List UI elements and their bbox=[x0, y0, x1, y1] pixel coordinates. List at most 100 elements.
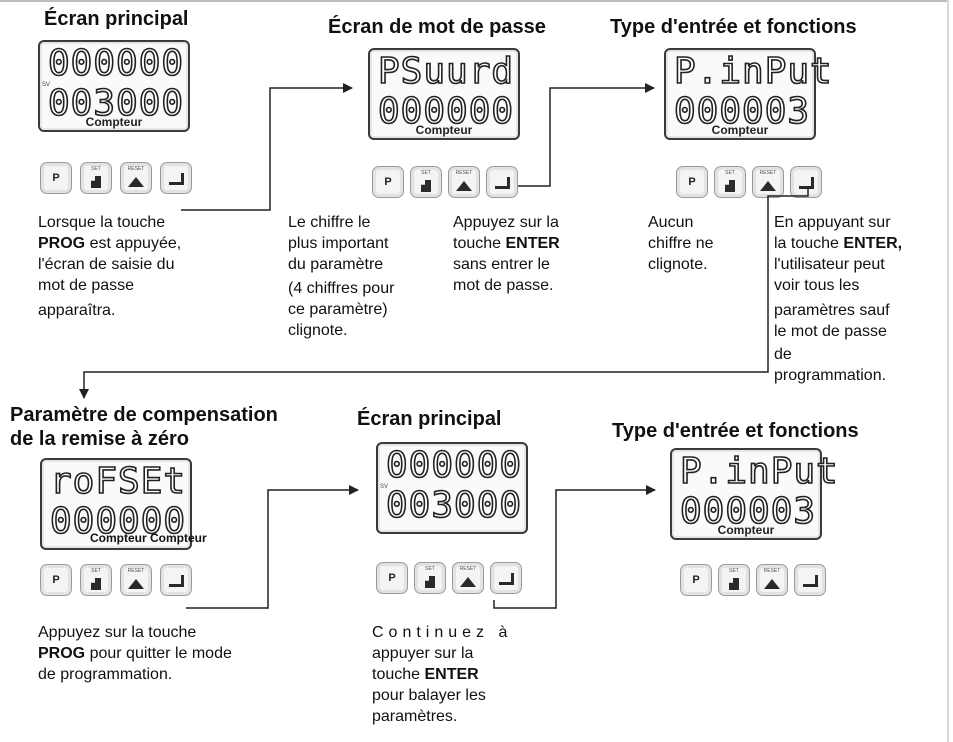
desc-bold: PROG bbox=[38, 235, 86, 252]
title-input-type-2: Type d'entrée et fonctions bbox=[612, 420, 859, 442]
lcd-label: Compteur bbox=[85, 115, 143, 129]
arrow-4-to-5 bbox=[186, 485, 359, 609]
desc-text: le mot de passe bbox=[774, 323, 887, 340]
enter-icon bbox=[494, 177, 510, 189]
lcd-row-bottom: 003000 bbox=[47, 83, 185, 124]
desc-text: sans entrer le bbox=[453, 256, 550, 273]
desc-text: (4 chiffres pour bbox=[288, 280, 395, 297]
reset-key-label: RESET bbox=[763, 568, 781, 574]
up-arrow-icon bbox=[128, 177, 144, 187]
set-key[interactable]: SET bbox=[80, 564, 112, 596]
lcd-label-offset: Compteur Compteur bbox=[90, 531, 207, 545]
lcd-row-bottom: 000000 bbox=[377, 91, 515, 132]
reset-key[interactable]: RESET bbox=[452, 562, 484, 594]
desc-exit-programming: Appuyez sur la touche PROG pour quitter … bbox=[38, 622, 308, 685]
enter-key[interactable] bbox=[160, 564, 192, 596]
prog-key[interactable]: P bbox=[40, 564, 72, 596]
up-arrow-icon bbox=[760, 181, 776, 191]
prog-key-label: P bbox=[688, 175, 696, 188]
desc-bold: PROG bbox=[38, 645, 86, 662]
desc-no-blink: Aucun chiffre ne clignote. bbox=[648, 212, 758, 275]
set-key-label: SET bbox=[729, 568, 739, 574]
lcd-display-main-2: 000000 SV 003000 bbox=[376, 442, 528, 534]
lcd-label: Compteur bbox=[711, 123, 769, 137]
enter-icon bbox=[168, 575, 184, 587]
arrow-2-to-3 bbox=[518, 83, 655, 187]
reset-key[interactable]: RESET bbox=[756, 564, 788, 596]
desc-text: de bbox=[774, 346, 792, 363]
lcd-display-input-type-2: P.inPut 000003 Compteur bbox=[670, 448, 839, 540]
prog-key[interactable]: P bbox=[680, 564, 712, 596]
enter-key[interactable] bbox=[794, 564, 826, 596]
desc-bold: ENTER bbox=[424, 666, 479, 683]
desc-text: programmation. bbox=[774, 367, 887, 384]
reset-key-label: RESET bbox=[127, 568, 145, 574]
top-border bbox=[0, 0, 948, 2]
set-key-label: SET bbox=[725, 170, 735, 176]
desc-text: Appuyez sur la bbox=[453, 214, 559, 231]
reset-key[interactable]: RESET bbox=[120, 162, 152, 194]
sv-indicator: SV bbox=[42, 82, 51, 88]
desc-enter-view-params: En appuyant sur la touche ENTER, l'utili… bbox=[774, 212, 949, 386]
arrow-5-to-6 bbox=[493, 485, 656, 609]
desc-press-enter: Appuyez sur la touche ENTER sans entrer … bbox=[453, 212, 613, 296]
desc-text: Le chiffre le bbox=[288, 214, 371, 231]
reset-key[interactable]: RESET bbox=[448, 166, 480, 198]
set-icon bbox=[91, 578, 101, 590]
set-key[interactable]: SET bbox=[718, 564, 750, 596]
set-icon bbox=[725, 180, 735, 192]
reset-key[interactable]: RESET bbox=[752, 166, 784, 198]
up-arrow-icon bbox=[460, 577, 476, 587]
prog-key[interactable]: P bbox=[676, 166, 708, 198]
prog-key[interactable]: P bbox=[40, 162, 72, 194]
reset-key-label: RESET bbox=[455, 170, 473, 176]
title-input-type-1: Type d'entrée et fonctions bbox=[610, 16, 857, 38]
lcd-row-bottom: 000003 bbox=[679, 491, 817, 532]
prog-key-label: P bbox=[52, 171, 60, 184]
set-key-label: SET bbox=[91, 166, 101, 172]
set-key[interactable]: SET bbox=[414, 562, 446, 594]
reset-key-label: RESET bbox=[459, 566, 477, 572]
desc-text: paramètres. bbox=[372, 708, 458, 725]
desc-text: touche bbox=[372, 666, 425, 683]
lcd-display-input-type-1: P.inPut 000003 Compteur bbox=[664, 48, 833, 140]
set-key[interactable]: SET bbox=[714, 166, 746, 198]
set-key-label: SET bbox=[425, 566, 435, 572]
set-icon bbox=[91, 176, 101, 188]
desc-text: Appuyez sur la touche bbox=[38, 624, 197, 641]
lcd-row-top: 000000 bbox=[385, 445, 523, 486]
desc-text: chiffre ne bbox=[648, 235, 714, 252]
desc-text: l'écran de saisie du bbox=[38, 256, 175, 273]
desc-text: mot de passe. bbox=[453, 277, 554, 294]
title-offset-param-line2: de la remise à zéro bbox=[10, 428, 189, 450]
enter-key[interactable] bbox=[160, 162, 192, 194]
enter-key[interactable] bbox=[490, 562, 522, 594]
arrow-1-to-2 bbox=[181, 83, 353, 211]
lcd-display-main-1: 000000 SV 003000 Compteur bbox=[38, 40, 190, 132]
enter-icon bbox=[798, 177, 814, 189]
prog-key-label: P bbox=[52, 573, 60, 586]
desc-text: clignote. bbox=[648, 256, 708, 273]
desc-text: touche bbox=[453, 235, 506, 252]
reset-key-label: RESET bbox=[759, 170, 777, 176]
enter-key[interactable] bbox=[790, 166, 822, 198]
lcd-row-bottom: 000000 bbox=[49, 501, 187, 542]
arrow-3-to-4 bbox=[79, 186, 809, 399]
enter-key[interactable] bbox=[486, 166, 518, 198]
set-key[interactable]: SET bbox=[410, 166, 442, 198]
desc-text: appuyer sur la bbox=[372, 645, 474, 662]
prog-key[interactable]: P bbox=[376, 562, 408, 594]
enter-icon bbox=[168, 173, 184, 185]
desc-text: En appuyant sur bbox=[774, 214, 891, 231]
reset-key-label: RESET bbox=[127, 166, 145, 172]
reset-key[interactable]: RESET bbox=[120, 564, 152, 596]
desc-bold: ENTER, bbox=[843, 235, 903, 252]
set-icon bbox=[729, 578, 739, 590]
desc-most-significant-digit: Le chiffre le plus important du paramètr… bbox=[288, 212, 448, 341]
title-offset-param-line1: Paramètre de compensation bbox=[10, 404, 278, 426]
up-arrow-icon bbox=[128, 579, 144, 589]
desc-text: ce paramètre) bbox=[288, 301, 388, 318]
prog-key[interactable]: P bbox=[372, 166, 404, 198]
set-key[interactable]: SET bbox=[80, 162, 112, 194]
